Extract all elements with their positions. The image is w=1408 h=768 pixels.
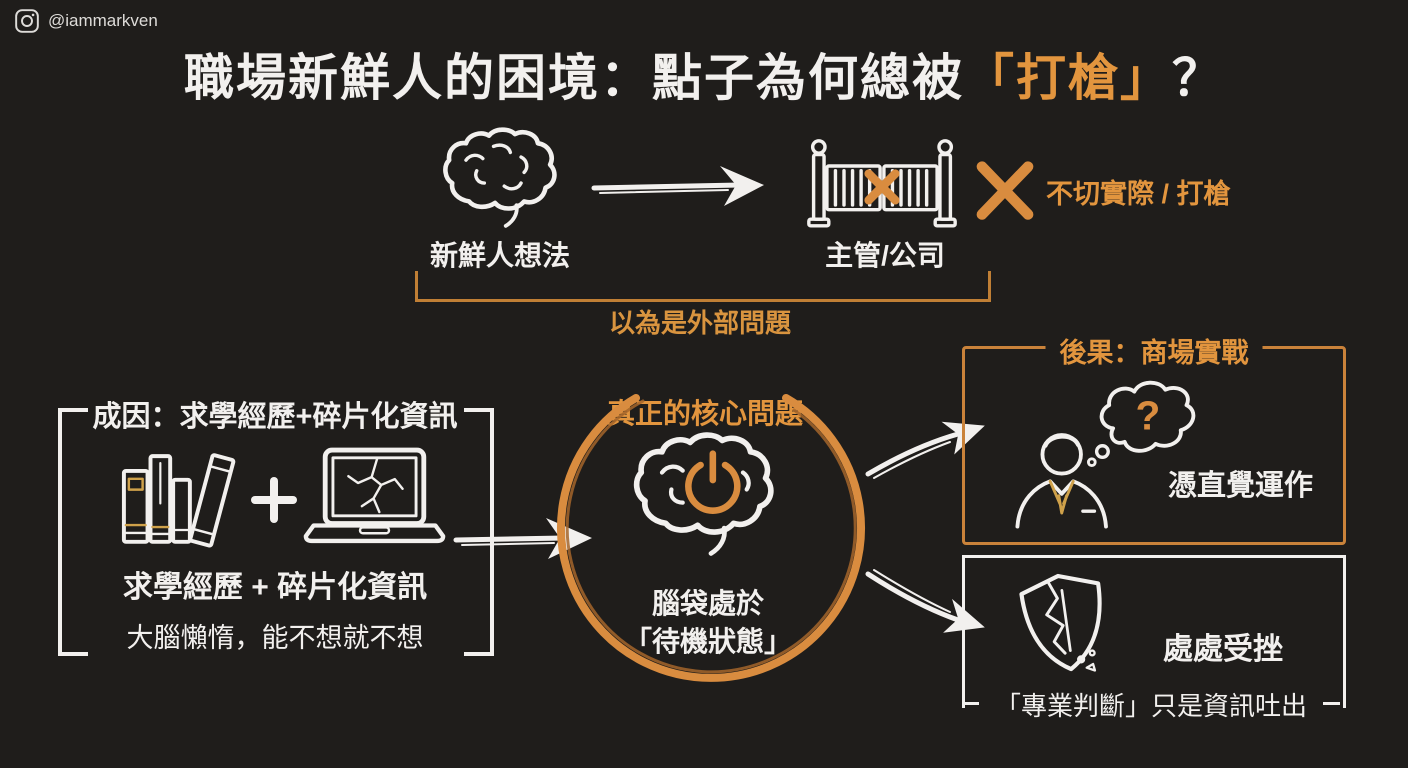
- core-caption-line2: 「待機狀態」: [623, 626, 792, 657]
- result-bottom-box: [962, 555, 1346, 708]
- result-bottom-box-corner-left: [962, 702, 979, 705]
- person-thinking-icon: [1002, 420, 1132, 532]
- x-mark-icon: [974, 156, 1036, 226]
- title-accent: 「打槍」: [964, 50, 1172, 106]
- books-icon: [118, 446, 246, 550]
- brain-icon: [440, 126, 570, 234]
- watermark: @iammarkven: [14, 8, 158, 34]
- core-circle: [545, 363, 877, 693]
- broken-laptop-icon: [302, 444, 447, 549]
- cause-formula: 求學經歷 + 碎片化資訊: [122, 571, 428, 604]
- manager-label: 主管/公司: [825, 240, 945, 271]
- idea-label: 新鮮人想法: [429, 240, 570, 271]
- gate-icon: [806, 136, 958, 234]
- result-top-box: 後果：商場實戰: [962, 331, 1346, 545]
- brain-power-icon: [630, 430, 790, 564]
- bracket-caption: 以為是外部問題: [608, 308, 791, 338]
- broken-shield-icon: [1006, 570, 1124, 676]
- cause-footnote: 大腦懶惰，能不想就不想: [126, 623, 424, 653]
- result-top-box-title: 後果：商場實戰: [1045, 331, 1263, 370]
- thought-bubble-icon: ?: [1086, 378, 1202, 470]
- result-top-box-label: 憑直覺運作: [1167, 470, 1313, 502]
- arrow-right-icon: [588, 162, 793, 210]
- plus-icon: [250, 476, 298, 524]
- cause-header: 成因：求學經歷+碎片化資訊: [92, 401, 458, 433]
- thought-question-mark: ?: [1135, 392, 1160, 438]
- title-part2: ？: [1172, 50, 1224, 106]
- core-caption-line1: 腦袋處於: [651, 588, 764, 619]
- cause-bracket-right: [464, 408, 494, 656]
- result-bottom-box-corner-right: [1323, 702, 1340, 705]
- watermark-handle: @iammarkven: [48, 11, 158, 30]
- cause-bracket-left: [58, 408, 88, 656]
- result-bottom-box-label: 處處受挫: [1163, 633, 1283, 666]
- external-problem-bracket: [415, 271, 991, 302]
- title-part1: 職場新鮮人的困境：點子為何總被: [184, 50, 964, 106]
- rejection-label: 不切實際 / 打槍: [1046, 179, 1231, 209]
- result-bottom-box-footnote: 「專業判斷」只是資訊吐出: [994, 691, 1307, 721]
- instagram-icon: [14, 8, 40, 34]
- page-title: 職場新鮮人的困境：點子為何總被「打槍」？: [0, 38, 1408, 110]
